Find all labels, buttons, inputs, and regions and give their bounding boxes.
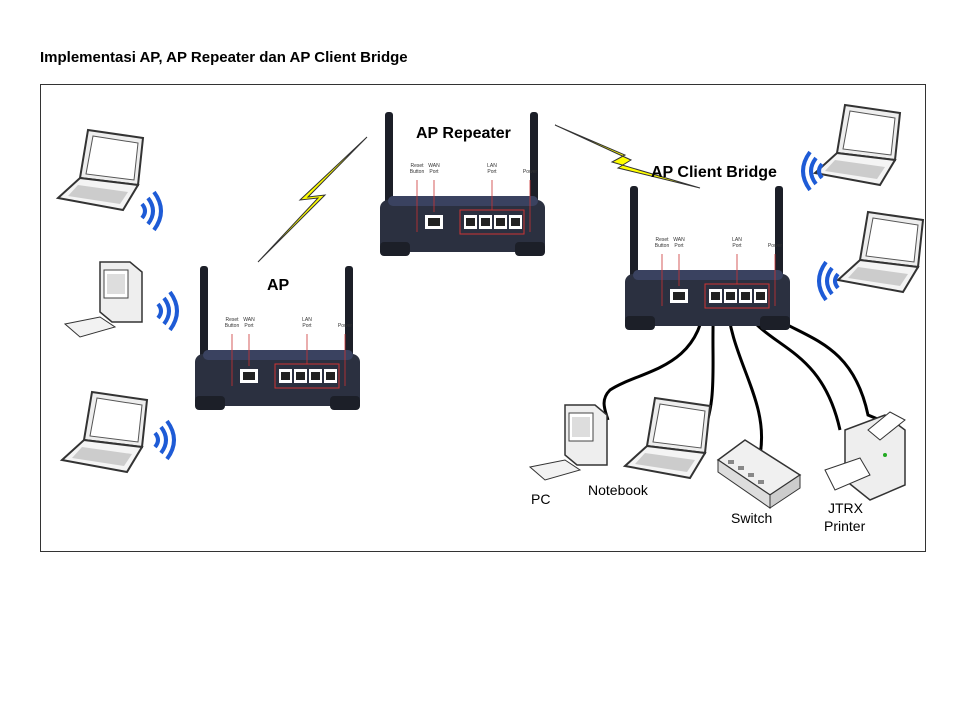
svg-text:WAN: WAN [243,317,255,323]
laptop-icon [61,391,148,473]
svg-text:Power: Power [338,323,353,329]
svg-text:WAN: WAN [673,237,685,243]
svg-text:Port: Port [674,243,684,249]
switch-icon [716,439,802,509]
label-switch: Switch [731,510,772,526]
label-notebook: Notebook [588,482,649,498]
svg-text:Button: Button [225,323,240,329]
diagram-frame [40,84,926,552]
printer-icon [824,411,906,501]
wifi-icon [140,190,163,232]
wired-pc-icon [529,404,608,481]
svg-text:Reset: Reset [225,317,239,323]
svg-text:Port: Port [302,323,312,329]
svg-text:Button: Button [410,169,425,175]
label-ap: AP [267,277,290,294]
laptop-icon [57,129,144,211]
svg-text:Port: Port [732,243,742,249]
svg-text:Button: Button [655,243,670,249]
laptop-icon [814,104,901,186]
svg-text:Power: Power [523,169,538,175]
desktop-pc-icon [64,261,143,338]
wifi-icon [817,260,840,302]
svg-text:Port: Port [487,169,497,175]
label-printer-line1: JTRX [828,500,864,516]
svg-text:LAN: LAN [302,317,312,323]
svg-text:WAN: WAN [428,163,440,169]
label-printer-line2: Printer [824,518,866,534]
svg-text:Reset: Reset [655,237,669,243]
svg-text:Reset: Reset [410,163,424,169]
wifi-icon [156,290,179,332]
wifi-icon [153,419,176,461]
svg-text:Port: Port [429,169,439,175]
svg-text:Port: Port [244,323,254,329]
svg-text:Power: Power [768,243,783,249]
wifi-icon [801,150,824,192]
laptop-icon [837,211,924,293]
lightning-ap-repeater [257,136,368,263]
wired-notebook-icon [624,397,711,479]
diagram-title: Implementasi AP, AP Repeater dan AP Clie… [40,49,408,66]
lightning-repeater-bridge [554,124,701,189]
svg-text:LAN: LAN [732,237,742,243]
label-pc: PC [531,491,550,507]
svg-text:LAN: LAN [487,163,497,169]
label-ap-client-bridge: AP Client Bridge [651,164,777,181]
label-ap-repeater: AP Repeater [416,125,511,142]
